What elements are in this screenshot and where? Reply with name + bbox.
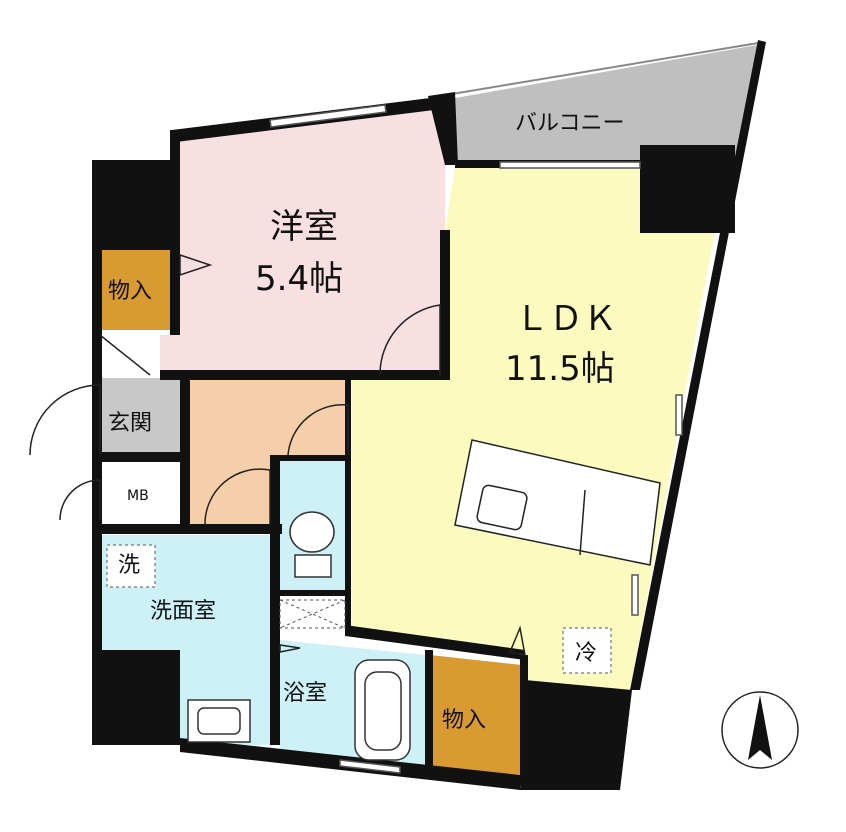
storage-top-label: 物入	[108, 279, 152, 304]
kitchen-counter	[454, 439, 661, 566]
bathroom-label: 浴室	[283, 681, 327, 706]
balcony-label: バルコニー	[515, 111, 625, 136]
wash-basin	[187, 699, 251, 743]
washer-label: 洗	[118, 553, 140, 578]
fridge-space	[562, 627, 612, 674]
storage-bottom-area	[430, 655, 522, 775]
western-room	[160, 102, 445, 375]
mb-area	[100, 462, 180, 524]
western-room-name: 洋室	[270, 207, 338, 247]
storage-bottom-label: 物入	[442, 708, 486, 733]
mb-label: MB	[127, 488, 149, 504]
ldk-room-name: ＬＤＫ	[515, 299, 617, 339]
doors	[29, 253, 526, 656]
entrance-area	[100, 378, 180, 453]
western-room-size: 5.4帖	[255, 259, 343, 299]
entrance-label: 玄関	[108, 411, 152, 436]
balcony-rail	[439, 42, 759, 97]
cabinet-cross	[279, 599, 346, 629]
north-arrow-icon	[721, 691, 799, 769]
windows	[269, 104, 683, 774]
balcony-area	[455, 45, 757, 165]
fridge-label: 冷	[575, 641, 597, 666]
toilet-fixture	[289, 511, 335, 578]
ldk-room-size: 11.5帖	[505, 349, 615, 389]
washer-space	[106, 544, 156, 588]
storage-top-area	[102, 250, 170, 330]
bathtub	[354, 659, 411, 761]
washroom-label: 洗面室	[150, 599, 216, 624]
walls	[92, 40, 766, 790]
